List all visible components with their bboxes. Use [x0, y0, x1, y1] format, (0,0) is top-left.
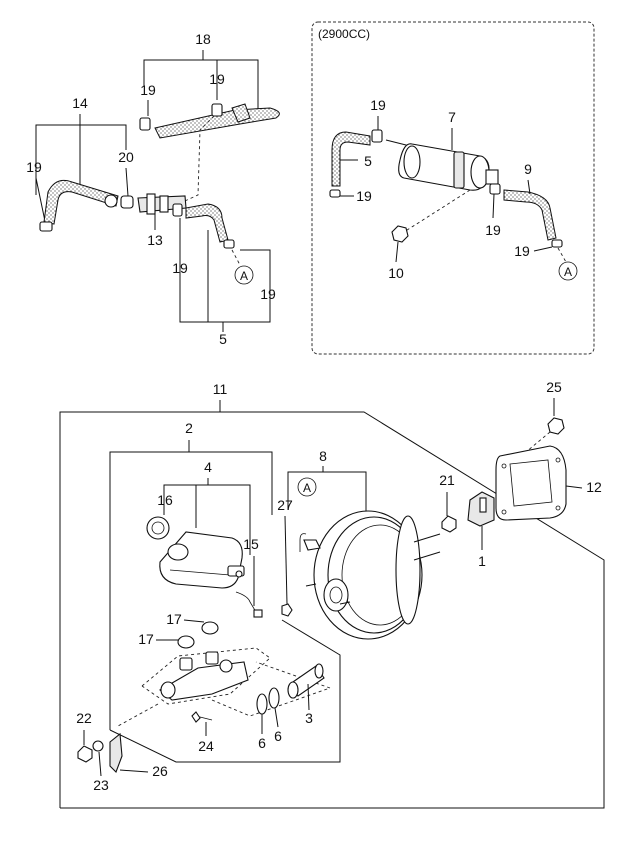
variant-label: (2900CC) — [318, 27, 370, 41]
callout-25: 25 — [546, 379, 562, 395]
callout-23: 23 — [93, 777, 109, 793]
ref-marker-a: A — [303, 481, 311, 495]
hose-assembly-left: 18 19 19 14 19 20 13 — [26, 31, 280, 347]
callout-9: 9 — [524, 161, 532, 177]
callout-2: 2 — [185, 420, 193, 436]
variant-2900cc-box: (2900CC) 19 5 19 7 10 19 9 — [311, 21, 595, 355]
callout-19: 19 — [140, 82, 156, 98]
ref-marker-a: A — [240, 269, 248, 283]
callout-19: 19 — [485, 222, 501, 238]
callout-19: 19 — [370, 97, 386, 113]
callout-6: 6 — [258, 735, 266, 751]
callout-7: 7 — [448, 109, 456, 125]
callout-8: 8 — [319, 448, 327, 464]
callout-16: 16 — [157, 492, 173, 508]
callout-17: 17 — [138, 631, 154, 647]
callout-19: 19 — [26, 159, 42, 175]
callout-21: 21 — [439, 472, 455, 488]
callout-3: 3 — [305, 710, 313, 726]
callout-19: 19 — [260, 286, 276, 302]
callout-22: 22 — [76, 710, 92, 726]
callout-19: 19 — [209, 71, 225, 87]
gasket-group: 25 12 — [495, 379, 602, 521]
callout-19: 19 — [514, 243, 530, 259]
callout-27: 27 — [277, 497, 293, 513]
callout-15: 15 — [243, 536, 259, 552]
callout-19: 19 — [356, 188, 372, 204]
callout-10: 10 — [388, 265, 404, 281]
brake-booster-assembly: 11 2 4 16 15 17 17 — [59, 381, 605, 809]
callout-24: 24 — [198, 738, 214, 754]
callout-17: 17 — [166, 611, 182, 627]
callout-13: 13 — [147, 232, 163, 248]
callout-4: 4 — [204, 459, 212, 475]
callout-6: 6 — [274, 728, 282, 744]
callout-14: 14 — [72, 95, 88, 111]
callout-1: 1 — [478, 553, 486, 569]
ref-marker-a: A — [564, 265, 572, 279]
callout-19: 19 — [172, 260, 188, 276]
callout-26: 26 — [152, 763, 168, 779]
callout-18: 18 — [195, 31, 211, 47]
callout-11: 11 — [213, 381, 228, 397]
callout-5: 5 — [219, 331, 227, 347]
callout-5: 5 — [364, 153, 372, 169]
callout-20: 20 — [118, 149, 134, 165]
callout-12: 12 — [586, 479, 602, 495]
